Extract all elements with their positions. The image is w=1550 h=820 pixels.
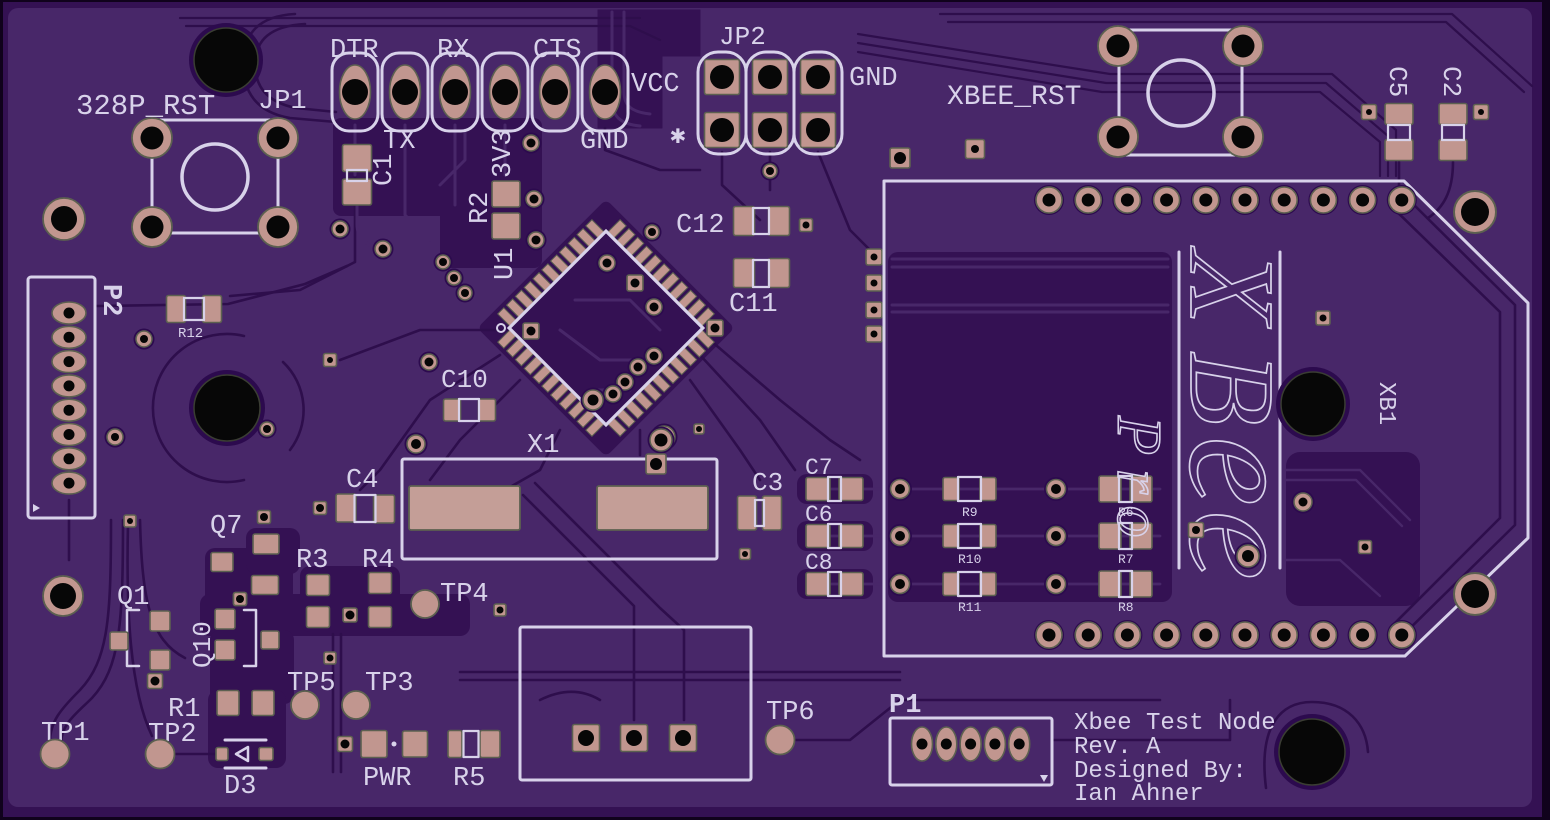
svg-text:D3: D3: [224, 772, 256, 802]
svg-text:DTR: DTR: [330, 36, 379, 66]
svg-text:Xbee Test Node: Xbee Test Node: [1074, 710, 1276, 737]
svg-text:C10: C10: [441, 365, 488, 395]
svg-text:3V3: 3V3: [489, 129, 519, 178]
svg-text:C2: C2: [1436, 66, 1466, 97]
svg-text:C11: C11: [729, 290, 778, 320]
svg-text:R6: R6: [1118, 505, 1134, 520]
svg-text:Pro: Pro: [1104, 415, 1175, 552]
svg-text:C1: C1: [370, 154, 400, 186]
svg-text:GND: GND: [580, 127, 629, 157]
svg-text:Rev. A: Rev. A: [1074, 734, 1161, 761]
svg-text:R12: R12: [178, 326, 203, 342]
svg-text:Q1: Q1: [117, 583, 149, 613]
svg-text:X1: X1: [527, 431, 559, 461]
svg-text:CTS: CTS: [533, 36, 582, 66]
svg-text:Q7: Q7: [210, 512, 242, 542]
svg-text:R7: R7: [1118, 552, 1134, 567]
svg-text:C3: C3: [752, 468, 783, 498]
svg-text:XB1: XB1: [1372, 382, 1399, 425]
svg-text:R8: R8: [1118, 600, 1134, 615]
svg-text:✱: ✱: [670, 121, 686, 151]
svg-text:R5: R5: [453, 764, 485, 794]
svg-text:C6: C6: [805, 502, 833, 528]
svg-text:RX: RX: [437, 36, 469, 66]
svg-text:Ian Ahner: Ian Ahner: [1074, 781, 1204, 808]
svg-text:C8: C8: [805, 550, 833, 576]
svg-text:XBEE_RST: XBEE_RST: [947, 82, 1081, 113]
svg-text:C7: C7: [805, 455, 833, 481]
svg-text:TP3: TP3: [365, 669, 414, 699]
svg-text:U1: U1: [491, 248, 521, 280]
svg-text:R10: R10: [958, 552, 981, 567]
svg-text:R11: R11: [958, 600, 982, 615]
svg-text:JP2: JP2: [719, 22, 766, 52]
svg-text:328P_RST: 328P_RST: [76, 90, 215, 123]
svg-text:Q10: Q10: [188, 621, 218, 668]
svg-text:R2: R2: [466, 192, 496, 224]
svg-text:B: B: [1164, 351, 1299, 426]
svg-text:PWR: PWR: [363, 764, 412, 794]
svg-text:C4: C4: [346, 466, 378, 496]
svg-text:P1: P1: [889, 691, 921, 721]
svg-text:C5: C5: [1382, 66, 1412, 97]
svg-text:R4: R4: [362, 546, 394, 576]
svg-text:GND: GND: [849, 64, 898, 94]
svg-text:TP6: TP6: [766, 698, 815, 728]
svg-text:R3: R3: [296, 546, 328, 576]
svg-text:C12: C12: [676, 211, 725, 241]
svg-text:P2: P2: [95, 284, 125, 316]
svg-text:TP4: TP4: [440, 580, 489, 610]
svg-text:X: X: [1164, 245, 1299, 329]
svg-text:Designed By:: Designed By:: [1074, 758, 1247, 785]
svg-text:TX: TX: [383, 127, 415, 157]
svg-text:R1: R1: [168, 695, 200, 725]
svg-text:R9: R9: [962, 505, 978, 520]
svg-text:VCC: VCC: [631, 70, 680, 100]
svg-text:JP1: JP1: [258, 87, 307, 117]
